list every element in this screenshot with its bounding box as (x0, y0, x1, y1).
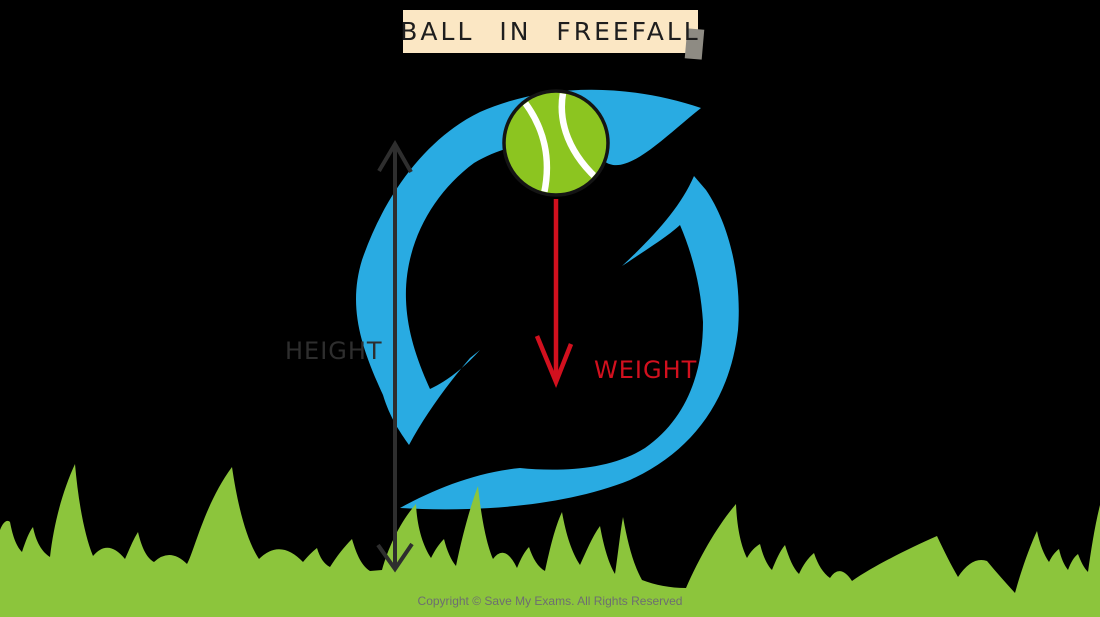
height-arrow (376, 140, 414, 573)
weight-arrowhead (534, 335, 574, 389)
tennis-ball-body (502, 89, 610, 197)
copyright-text: Copyright © Save My Exams. All Rights Re… (417, 594, 683, 608)
rotation-arrow-bottom-right (400, 176, 739, 510)
height-label: HEIGHT (285, 337, 383, 365)
height-arrowhead-top (377, 140, 413, 173)
title-text: BALL IN FREEFALL (400, 17, 701, 46)
weight-label: WEIGHT (594, 356, 698, 384)
title-banner: BALL IN FREEFALL (400, 10, 701, 53)
grass-silhouette (0, 464, 1100, 617)
weight-arrow (534, 199, 574, 389)
height-arrowhead-bottom (376, 542, 414, 573)
tennis-ball (502, 89, 610, 197)
rotation-arrow-top-left (356, 89, 701, 446)
tennis-ball-seams (515, 93, 605, 193)
